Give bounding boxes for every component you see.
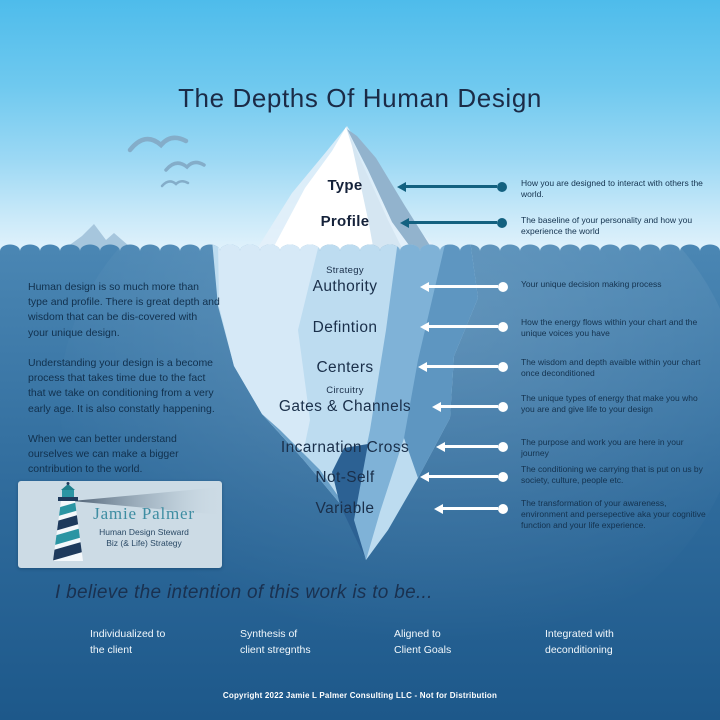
- level-block-gates-channels: Circuitry Gates & Channels: [245, 384, 445, 416]
- arrowhead-icon: [434, 503, 443, 514]
- arrow-type: [397, 181, 507, 192]
- small-iceberg: [60, 224, 136, 252]
- intention-item-individualized: Individualized to the client: [90, 628, 166, 656]
- dot-icon: [498, 471, 508, 482]
- intro-paragraph: When we can better understand ourselves …: [28, 432, 179, 476]
- arrow-profile: [400, 217, 507, 228]
- arrowhead-icon: [420, 471, 429, 482]
- dot-icon: [498, 281, 508, 292]
- level-label-centers: Centers: [316, 359, 374, 376]
- arrowhead-icon: [432, 401, 441, 412]
- copyright-notice: Copyright 2022 Jamie L Palmer Consulting…: [222, 691, 498, 700]
- dot-icon: [498, 503, 508, 514]
- intro-paragraph: Understanding your design is a become pr…: [28, 356, 215, 415]
- intro-paragraph: Human design is so much more than type a…: [28, 281, 220, 339]
- dot-icon: [498, 321, 508, 332]
- lighthouse-icon: [53, 482, 222, 561]
- arrowhead-icon: [420, 281, 429, 292]
- arrow-authority: [420, 281, 508, 292]
- description-authority: Your unique decision making process: [521, 279, 662, 289]
- level-block-not-self: Not-Self: [245, 468, 445, 487]
- level-label-not-self: Not-Self: [315, 469, 375, 486]
- page-title: The Depths Of Human Design: [178, 83, 542, 113]
- arrow-gates-channels: [432, 401, 508, 412]
- iceberg-below-water: [212, 244, 478, 560]
- brand-logo-card: Jamie Palmer Human Design Steward Biz (&…: [18, 481, 222, 568]
- description-not-self: The conditioning we carrying that is put…: [521, 464, 703, 486]
- brand-tagline: Human Design Steward Biz (& Life) Strate…: [99, 527, 189, 549]
- description-centers: The wisdom and depth avaible within your…: [521, 357, 701, 379]
- description-variable: The transformation of your awareness, en…: [521, 498, 706, 531]
- dot-icon: [498, 401, 508, 412]
- level-label-incarnation-cross: Incarnation Cross: [280, 439, 410, 456]
- arrow-incarnation-cross: [436, 441, 508, 452]
- dot-icon: [498, 441, 508, 452]
- level-block-defintion: Defintion: [245, 318, 445, 337]
- arrowhead-icon: [400, 217, 409, 228]
- arrowhead-icon: [436, 441, 445, 452]
- intention-item-synthesis: Synthesis of client stregnths: [240, 628, 311, 656]
- dot-icon: [497, 217, 507, 228]
- brand-text: Jamie Palmer Human Design Steward Biz (&…: [70, 504, 218, 550]
- seagull-icon: [160, 180, 190, 188]
- arrow-not-self: [420, 471, 508, 482]
- arrowhead-icon: [397, 181, 406, 192]
- description-defintion: How the energy flows within your chart a…: [521, 317, 698, 339]
- intention-heading: I believe the intention of this work is …: [55, 582, 433, 603]
- level-label-type: Type: [327, 177, 363, 194]
- description-incarnation-cross: The purpose and work you are here in you…: [521, 437, 684, 459]
- level-block-incarnation-cross: Incarnation Cross: [245, 438, 445, 457]
- description-gates-channels: The unique types of energy that make you…: [521, 393, 698, 415]
- level-label-defintion: Defintion: [312, 319, 378, 336]
- seagull-icon: [127, 135, 189, 153]
- description-type: How you are designed to interact with ot…: [521, 178, 703, 200]
- arrowhead-icon: [418, 361, 427, 372]
- description-profile: The baseline of your personality and how…: [521, 215, 693, 237]
- eyebrow-strategy: Strategy: [326, 265, 364, 276]
- arrow-centers: [418, 361, 508, 372]
- dot-icon: [498, 361, 508, 372]
- arrow-variable: [434, 503, 508, 514]
- underwater-scene: [0, 244, 720, 720]
- dot-icon: [497, 181, 507, 192]
- eyebrow-circuitry: Circuitry: [326, 385, 364, 396]
- seagull-icon: [164, 160, 206, 172]
- level-block-centers: Centers: [245, 358, 445, 377]
- arrow-defintion: [420, 321, 508, 332]
- light-beam: [72, 487, 222, 515]
- level-label-variable: Variable: [315, 500, 375, 517]
- level-label-gates-channels: Gates & Channels: [278, 398, 412, 415]
- brand-name: Jamie Palmer: [93, 504, 195, 523]
- arrowhead-icon: [420, 321, 429, 332]
- intention-item-aligned: Aligned to Client Goals: [394, 628, 452, 656]
- level-label-profile: Profile: [320, 213, 370, 230]
- level-block-variable: Variable: [245, 499, 445, 518]
- intention-item-integrated: Integrated with deconditioning: [545, 628, 614, 656]
- level-label-authority: Authority: [312, 278, 378, 295]
- level-block-authority: Strategy Authority: [245, 264, 445, 296]
- seagull-icons: [127, 135, 206, 188]
- intro-text: Human design is so much more than type a…: [28, 280, 220, 492]
